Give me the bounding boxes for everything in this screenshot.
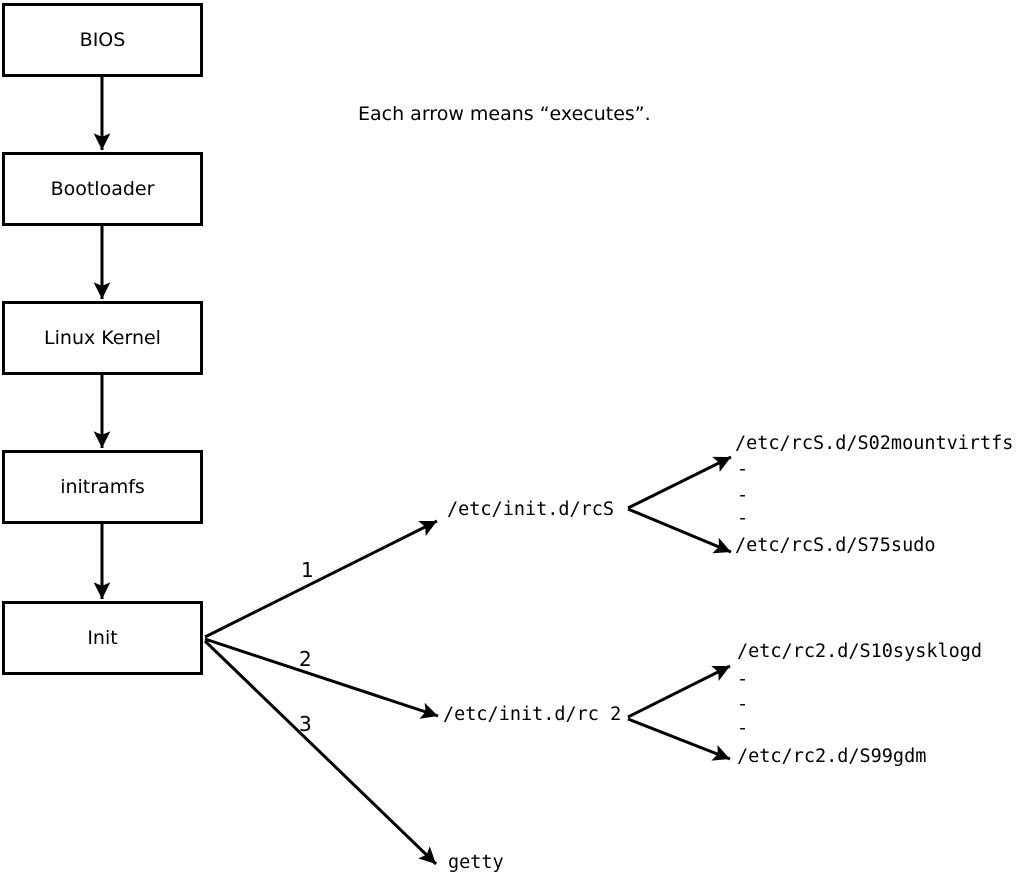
branch-number-1: 1 — [301, 558, 314, 582]
arrow-init-to-rcS — [204, 519, 438, 639]
rc2-ellipsis-dash: - — [737, 669, 749, 690]
branch-number-2: 2 — [299, 647, 312, 671]
node-bios: BIOS — [2, 3, 203, 77]
rc2-script-first: /etc/rc2.d/S10sysklogd — [737, 641, 983, 662]
legend-note: Each arrow means “executes”. — [358, 103, 651, 125]
node-linux-kernel-label: Linux Kernel — [44, 327, 161, 349]
node-initramfs: initramfs — [2, 450, 203, 524]
branch-number-3: 3 — [299, 712, 312, 736]
rcS-ellipsis-dash: - — [737, 485, 749, 506]
rc2-ellipsis-dash: - — [737, 694, 749, 715]
node-getty: getty — [448, 852, 504, 873]
arrow-rcS-to-last-script — [627, 507, 732, 554]
arrow-rc2-to-last-script — [627, 717, 731, 761]
node-init-label: Init — [87, 627, 118, 649]
arrow-rcS-to-first-script — [627, 455, 732, 510]
node-rc2-script: /etc/init.d/rc 2 — [443, 704, 622, 725]
rc2-ellipsis-dash: - — [737, 718, 749, 739]
node-initramfs-label: initramfs — [60, 476, 145, 498]
node-bootloader: Bootloader — [2, 152, 203, 226]
node-rcS-script: /etc/init.d/rcS — [447, 499, 615, 520]
arrow-rc2-to-first-script — [627, 664, 731, 719]
node-bios-label: BIOS — [79, 29, 126, 51]
rcS-ellipsis-dash: - — [737, 459, 749, 480]
node-bootloader-label: Bootloader — [50, 178, 155, 200]
rcS-script-last: /etc/rcS.d/S75sudo — [735, 535, 936, 556]
arrow-init-to-getty — [203, 639, 438, 866]
rcS-script-first: /etc/rcS.d/S02mountvirtfs — [735, 433, 1014, 454]
arrow-init-to-rc2 — [204, 637, 439, 719]
rc2-script-last: /etc/rc2.d/S99gdm — [737, 746, 927, 767]
rcS-ellipsis-dash: - — [737, 508, 749, 529]
node-init: Init — [2, 601, 203, 675]
node-linux-kernel: Linux Kernel — [2, 301, 203, 375]
